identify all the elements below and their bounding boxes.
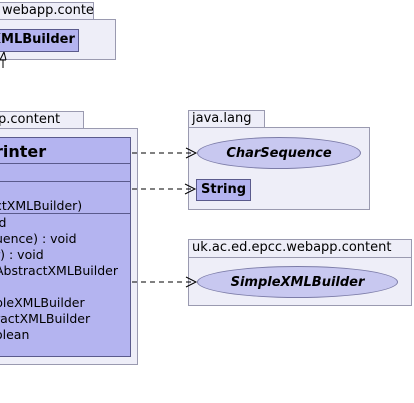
class-member: ractXMLBuilder: [0, 311, 91, 326]
class-divider: [0, 181, 130, 182]
class-member: ctXMLBuilder): [0, 198, 83, 213]
interface-simplexmlbuilder[interactable]: SimpleXMLBuilder: [197, 266, 398, 298]
class-printer-title: rinter: [0, 142, 47, 161]
class-string[interactable]: String: [196, 179, 251, 201]
class-xmlbuilder[interactable]: XMLBuilder: [0, 29, 79, 52]
class-member: r) : void: [0, 247, 44, 262]
package-tab-main: p.content: [0, 111, 84, 129]
arrow-head: [184, 183, 197, 195]
class-divider: [0, 213, 130, 214]
class-divider: [0, 163, 130, 164]
arrow-head: [185, 276, 198, 288]
inheritance-edge: [0, 51, 7, 61]
interface-charsequence[interactable]: CharSequence: [197, 137, 361, 169]
class-member: id: [0, 215, 6, 230]
class-member: AbstractXMLBuilder: [0, 263, 118, 278]
class-member: pleXMLBuilder: [0, 295, 85, 310]
class-member: olean: [0, 327, 30, 342]
class-printer[interactable]: rinter ctXMLBuilder) id uence) : void r)…: [0, 137, 131, 357]
class-member: uence) : void: [0, 231, 77, 246]
arrow-head: [185, 147, 198, 159]
